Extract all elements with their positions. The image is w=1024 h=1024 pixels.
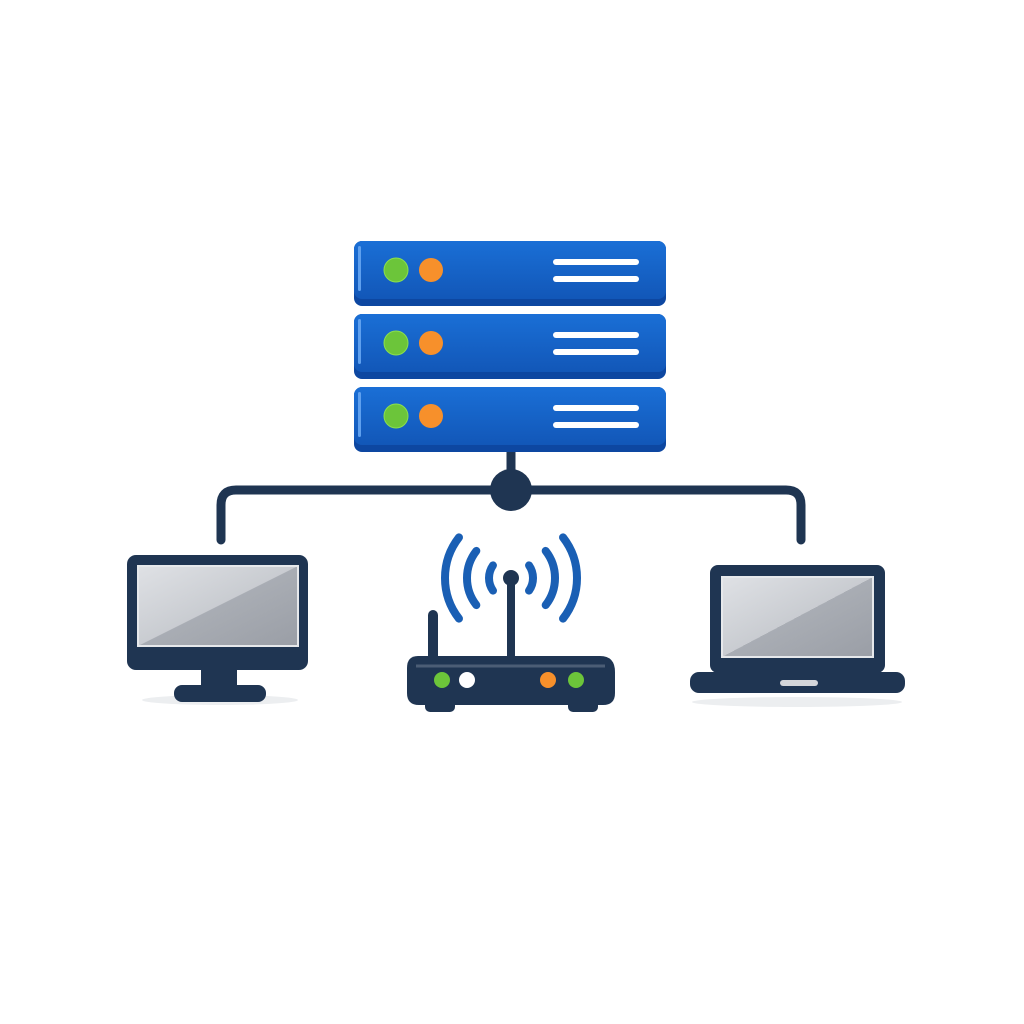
wifi-arc — [525, 561, 537, 595]
status-led-green-icon — [383, 403, 409, 429]
status-led-green-icon — [383, 257, 409, 283]
server-unit — [354, 387, 666, 452]
led-orange-icon — [540, 672, 556, 688]
status-led-green-icon — [383, 330, 409, 356]
wifi-arc — [485, 561, 497, 595]
drive-slot — [553, 332, 639, 338]
wifi-arc — [559, 533, 581, 623]
drive-slot — [553, 349, 639, 355]
drive-slot — [553, 276, 639, 282]
wifi-router-icon — [407, 533, 615, 712]
laptop-icon — [690, 565, 905, 707]
status-led-orange-icon — [419, 331, 443, 355]
status-led-orange-icon — [419, 258, 443, 282]
wifi-arc — [463, 546, 481, 610]
hub-node — [490, 469, 532, 511]
server-unit — [354, 241, 666, 306]
drive-slot — [553, 422, 639, 428]
led-green-icon — [568, 672, 584, 688]
server-unit — [354, 314, 666, 379]
drive-slot — [553, 405, 639, 411]
wifi-arc — [441, 533, 463, 623]
wifi-arc — [541, 546, 559, 610]
led-green-icon — [434, 672, 450, 688]
wifi-signal-icon — [441, 533, 581, 623]
drive-slot — [553, 259, 639, 265]
server-rack-icon — [354, 241, 666, 452]
status-led-orange-icon — [419, 404, 443, 428]
led-white-icon — [459, 672, 475, 688]
desktop-monitor-icon — [127, 555, 308, 705]
